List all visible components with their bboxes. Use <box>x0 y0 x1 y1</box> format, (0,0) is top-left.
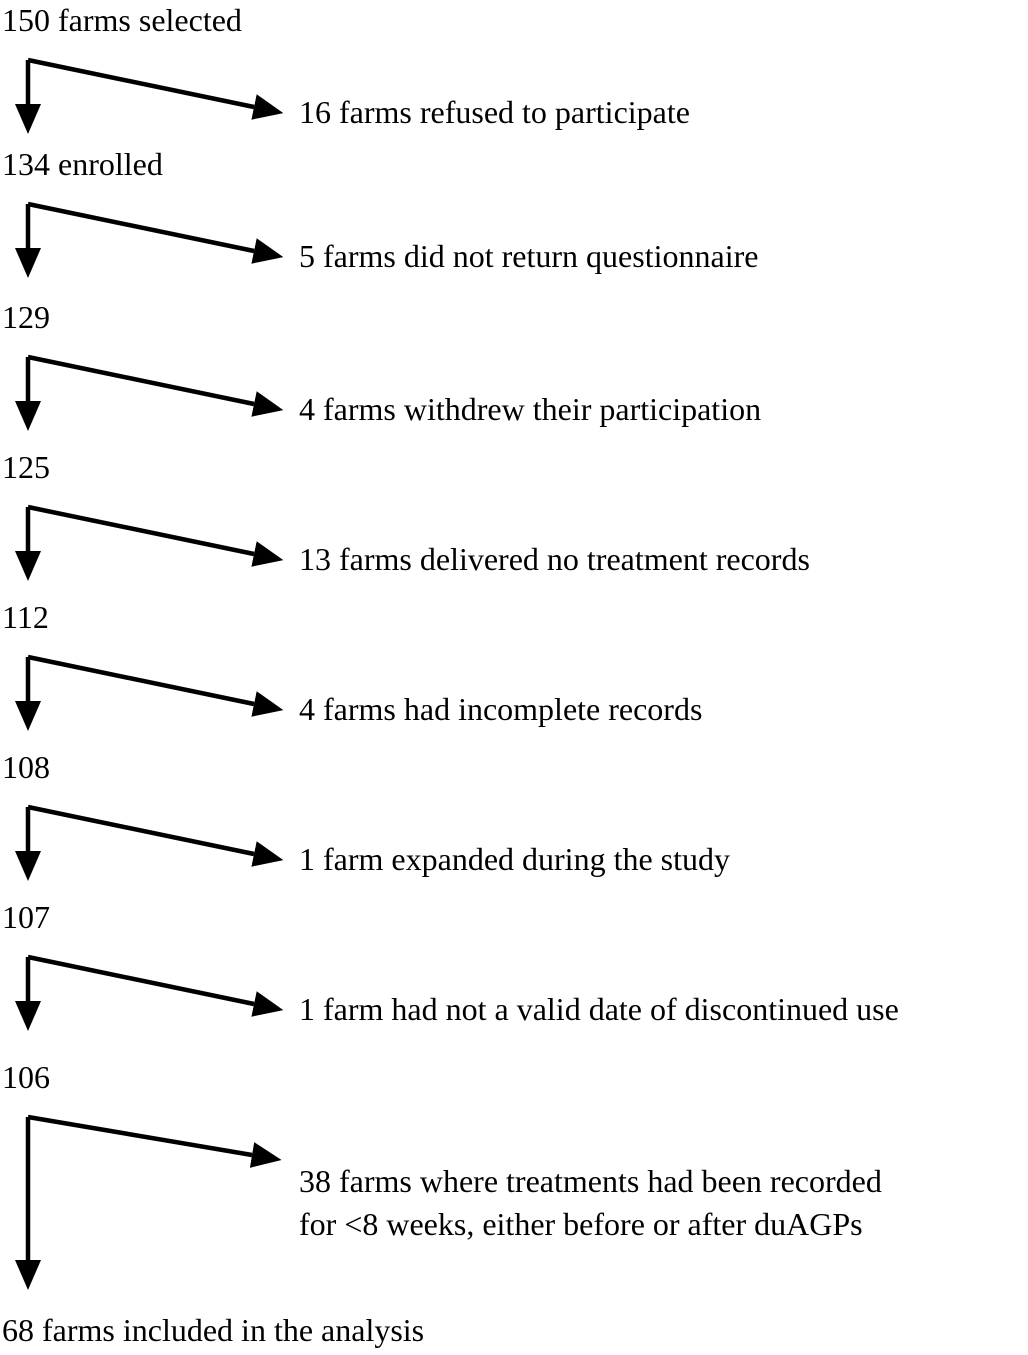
exclusion-invalid-date: 1 farm had not a valid date of discontin… <box>299 991 899 1027</box>
exclusion-refused-to-participate: 16 farms refused to participate <box>299 94 690 130</box>
exclusion-recorded-less-8-weeks: 38 farms where treatments had been recor… <box>299 1160 1028 1246</box>
branch-arrow-8 <box>15 1114 282 1290</box>
exclusion-withdrew-participation: 4 farms withdrew their participation <box>299 391 762 427</box>
stage-count-108: 108 <box>2 749 50 785</box>
stage-enrolled: 134 enrolled <box>2 146 163 182</box>
exclusion-farm-expanded: 1 farm expanded during the study <box>299 841 730 877</box>
stage-count-112: 112 <box>2 599 49 635</box>
exclusion-no-questionnaire: 5 farms did not return questionnaire <box>299 238 759 274</box>
stage-count-106: 106 <box>2 1059 50 1095</box>
stage-count-107: 107 <box>2 899 50 935</box>
stage-count-125: 125 <box>2 449 50 485</box>
stage-count-129: 129 <box>2 299 50 335</box>
exclusion-no-treatment-records: 13 farms delivered no treatment records <box>299 541 810 577</box>
exclusion-incomplete-records: 4 farms had incomplete records <box>299 691 703 727</box>
exclusion-recorded-less-8-weeks-line-2: for <8 weeks, either before or after duA… <box>299 1206 863 1242</box>
stage-included-in-analysis: 68 farms included in the analysis <box>2 1312 425 1348</box>
branch-arrow-3 <box>15 354 284 431</box>
branch-arrow-4 <box>15 504 284 581</box>
branch-arrow-1 <box>15 57 284 134</box>
exclusion-recorded-less-8-weeks-line-1: 38 farms where treatments had been recor… <box>299 1163 882 1199</box>
branch-arrow-5 <box>15 654 284 731</box>
branch-arrow-6 <box>15 804 284 881</box>
branch-arrow-7 <box>15 954 284 1031</box>
branch-arrow-2 <box>15 201 284 278</box>
stage-farms-selected: 150 farms selected <box>2 2 242 38</box>
